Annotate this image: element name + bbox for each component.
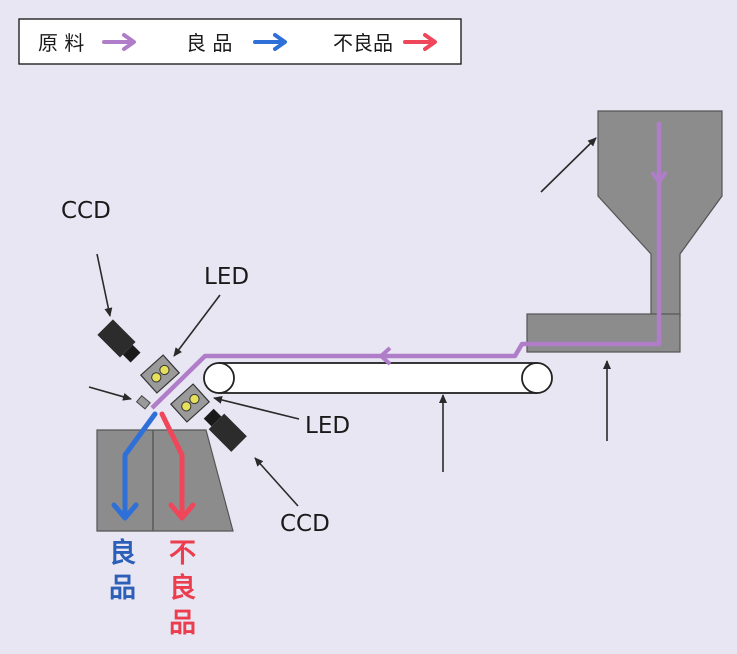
raw-flow-arrow-down xyxy=(650,170,668,184)
legend: 原 料 良 品 不良品 xyxy=(18,18,462,65)
ccd-top-pointer xyxy=(96,253,113,317)
ccd-bottom-label: CCD xyxy=(280,511,330,537)
conveyor-roller-right xyxy=(521,362,553,394)
legend-good-label: 良 品 xyxy=(186,31,232,55)
good-output-label-char-2: 品 xyxy=(109,573,136,604)
defective-output-label-char-1: 不 xyxy=(169,538,196,569)
raw-flow-arrow-left xyxy=(379,346,392,366)
legend-defective-arrow xyxy=(403,33,437,51)
ccd-camera-top xyxy=(97,319,141,363)
ccd-camera-bottom xyxy=(203,408,247,452)
led-bottom-label: LED xyxy=(305,413,350,439)
defective-output-label-char-2: 良 xyxy=(169,572,196,604)
ccd-bottom-pointer xyxy=(254,457,299,507)
conveyor-roller-left xyxy=(203,362,235,394)
legend-good-arrow xyxy=(253,33,287,51)
conveyor-belt xyxy=(203,362,553,394)
raw-material-path xyxy=(150,122,662,410)
legend-raw-label: 原 料 xyxy=(38,31,84,55)
ejector-nozzle xyxy=(135,395,151,410)
ejector-pointer xyxy=(88,386,132,401)
legend-defective-label: 不良品 xyxy=(333,31,393,55)
led-bottom-pointer xyxy=(213,396,300,420)
legend-raw-arrow xyxy=(102,33,136,51)
hopper-pointer xyxy=(540,137,597,193)
led-unit-top xyxy=(139,354,181,394)
good-product-path xyxy=(111,411,158,521)
led-top-pointer xyxy=(173,294,221,357)
collection-bins xyxy=(96,429,234,532)
good-output-label-char-1: 良 xyxy=(109,537,136,569)
defective-output-label-char-3: 品 xyxy=(169,608,196,639)
led-top-label: LED xyxy=(204,264,249,290)
led-unit-bottom xyxy=(169,383,211,423)
ccd-top-label: CCD xyxy=(61,198,111,224)
defective-product-path xyxy=(159,411,196,521)
